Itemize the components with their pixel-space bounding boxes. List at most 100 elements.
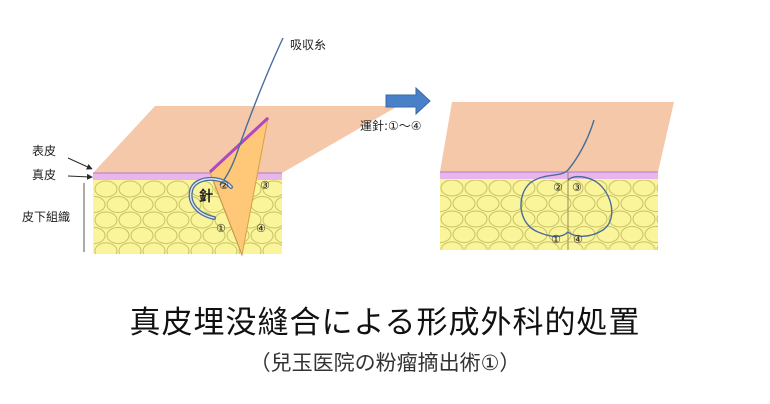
- fat-cell: [214, 242, 238, 254]
- fat-cell: [166, 242, 190, 254]
- fat-cell: [94, 242, 118, 254]
- fat-cell: [500, 225, 524, 243]
- fat-cell: [632, 210, 656, 228]
- label-subcutaneous: 皮下組織: [22, 210, 71, 224]
- fat-cell: [477, 257, 499, 273]
- fat-cell: [524, 194, 548, 212]
- left-thread: [219, 37, 284, 186]
- fat-cell: [227, 258, 249, 274]
- fat-cell: [142, 180, 166, 198]
- fat-cell: [154, 195, 178, 213]
- fat-cell: [251, 258, 273, 274]
- fat-cell: [560, 180, 584, 197]
- fat-cell: [417, 180, 439, 196]
- marker-left-1: ①: [216, 222, 226, 235]
- fat-cell: [118, 242, 142, 254]
- fat-cell: [560, 210, 584, 228]
- fat-cell: [620, 194, 644, 212]
- fat-cell: [669, 257, 691, 273]
- right-skin-block: [417, 102, 703, 273]
- fat-cell: [178, 226, 202, 244]
- right-fat-cells: [417, 180, 703, 273]
- fat-cell: [106, 195, 130, 213]
- fat-cell: [440, 180, 464, 197]
- fat-cell: [608, 210, 632, 228]
- fat-cell: [536, 210, 560, 228]
- marker-right-1: ①: [551, 233, 561, 246]
- fat-cell: [476, 225, 500, 243]
- fat-cell: [681, 180, 703, 196]
- left-layer-indicators: [67, 157, 93, 252]
- fat-cell: [131, 258, 153, 274]
- fat-cell: [453, 257, 475, 273]
- label-step: 運針:①〜④: [360, 119, 422, 133]
- fat-cell: [501, 257, 523, 273]
- fat-cell: [681, 211, 703, 227]
- right-thread: [520, 119, 613, 238]
- fat-cell: [287, 243, 309, 259]
- fat-cell: [608, 180, 632, 197]
- fat-cell: [106, 226, 130, 244]
- fat-cell: [584, 180, 608, 197]
- fat-cell: [681, 242, 703, 258]
- fat-cell: [669, 195, 691, 211]
- fat-cell: [464, 210, 488, 228]
- left-skin-block: [71, 37, 398, 274]
- fat-cell: [179, 258, 201, 274]
- fat-cell: [202, 226, 226, 244]
- fat-cell: [452, 225, 476, 243]
- fat-cell: [464, 180, 488, 197]
- page-title: 真皮埋没縫合による形成外科的処置: [129, 305, 641, 341]
- fat-cell: [596, 225, 620, 243]
- fat-cell: [597, 257, 619, 273]
- fat-cell: [464, 241, 488, 250]
- fat-cell: [632, 180, 656, 197]
- fat-cell: [274, 196, 282, 213]
- fat-cell: [166, 211, 190, 229]
- fat-cell: [166, 180, 190, 198]
- fat-cell: [440, 194, 452, 212]
- fat-cell: [94, 180, 118, 198]
- fat-cell: [476, 194, 500, 212]
- fat-cell: [250, 195, 274, 213]
- fat-cell: [71, 243, 93, 259]
- fat-cell: [275, 258, 297, 274]
- fat-cell: [94, 195, 106, 213]
- fat-cell: [644, 225, 658, 243]
- fat-cell: [142, 242, 166, 254]
- fat-cell: [656, 183, 658, 193]
- fat-cell: [262, 211, 282, 229]
- fat-cell: [524, 225, 548, 243]
- label-needle: 針: [199, 189, 213, 205]
- fat-cell: [536, 180, 560, 197]
- fat-cell: [190, 242, 214, 254]
- fat-cell: [608, 241, 632, 250]
- marker-right-2: ②: [553, 181, 563, 194]
- fat-cell: [142, 211, 166, 229]
- marker-right-3: ③: [572, 181, 582, 194]
- marker-left-4: ④: [256, 222, 266, 235]
- fat-cell: [287, 181, 309, 197]
- page-subtitle: （兒玉医院の粉瘤摘出術①）: [249, 351, 521, 375]
- fat-cell: [536, 241, 560, 250]
- marker-left-3: ③: [260, 179, 270, 192]
- fat-cell: [500, 194, 524, 212]
- label-dermis: 真皮: [32, 168, 57, 182]
- fat-cell: [417, 242, 439, 258]
- fat-cell: [299, 196, 321, 212]
- fat-cell: [274, 227, 282, 244]
- fat-cell: [573, 257, 595, 273]
- fat-cell: [596, 194, 620, 212]
- fat-cell: [250, 226, 274, 244]
- fat-cell: [118, 180, 142, 198]
- fat-cell: [488, 241, 512, 250]
- fat-cell: [560, 241, 584, 250]
- right-skin-surface: [440, 102, 674, 172]
- fat-cell: [238, 242, 262, 254]
- fat-cell: [440, 210, 464, 228]
- fat-cell: [572, 194, 596, 212]
- fat-cell: [452, 194, 476, 212]
- fat-cell: [417, 211, 439, 227]
